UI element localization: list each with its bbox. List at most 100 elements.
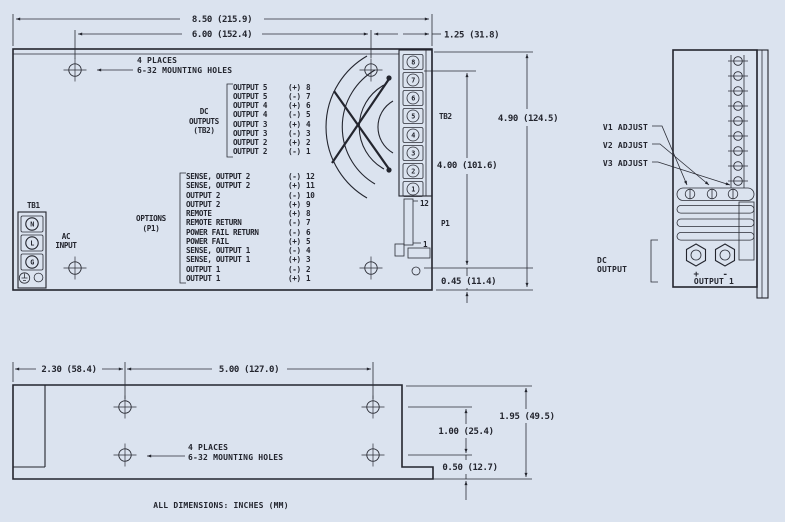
- tb2-pin: 2: [411, 167, 415, 175]
- row-sign: (-): [288, 265, 301, 274]
- dim-height-bottom: 0.45 (11.4): [441, 277, 496, 287]
- row-pin: 2: [306, 138, 310, 147]
- mounting-hole-icon: [63, 256, 87, 280]
- row-sign: (-): [288, 172, 301, 181]
- row-pin: 8: [306, 209, 311, 218]
- p1-pin-bottom: 1: [423, 240, 428, 249]
- dim-width-right: 1.25 (31.8): [444, 31, 499, 41]
- dim-height-bottom: 0.50 (12.7): [442, 463, 497, 473]
- dim-left: 2.30 (58.4): [41, 365, 96, 375]
- mounting-hole-icon: [359, 256, 383, 280]
- mounting-hole-icon: [63, 58, 87, 82]
- row-label: OUTPUT 2: [186, 191, 220, 200]
- row-pin: 3: [306, 255, 311, 264]
- options-list: SENSE, OUTPUT 2 (-) 12 SENSE, OUTPUT 2 (…: [186, 172, 316, 283]
- tb2-pin: 6: [411, 94, 415, 102]
- row-pin: 7: [306, 92, 310, 101]
- dim-height-holes: 4.00 (101.6): [437, 161, 497, 171]
- mounting-hole-icon: [113, 443, 137, 467]
- row-sign: (+): [288, 138, 301, 147]
- row-sign: (+): [288, 274, 301, 283]
- dim-width-holes: 6.00 (152.4): [192, 30, 252, 40]
- row-label: POWER FAIL RETURN: [186, 228, 259, 237]
- dim-holes: 5.00 (127.0): [219, 365, 279, 375]
- row-sign: (-): [288, 92, 301, 101]
- fan-icon: [325, 55, 394, 199]
- row-sign: (-): [288, 228, 301, 237]
- dc-outputs-caption: OUTPUTS: [189, 117, 220, 126]
- dc-output-bracket: [650, 239, 658, 283]
- adjust-pots: [676, 187, 755, 201]
- row-pin: 5: [306, 237, 311, 246]
- mounting-hole-icon: [361, 443, 385, 467]
- dc-output-caption: DC: [597, 256, 607, 265]
- p1-pin-top: 12: [420, 199, 429, 208]
- row-label: POWER FAIL: [186, 237, 229, 246]
- tb1-terminal: L: [30, 239, 34, 247]
- tb2-pin: 3: [411, 149, 415, 157]
- bottom-outline: [12, 384, 434, 480]
- ground-icon: [18, 272, 31, 284]
- mounting-note-line1: 4 PLACES: [137, 56, 177, 65]
- row-label: REMOTE: [186, 209, 212, 218]
- tb2-terminal-block: [398, 49, 433, 197]
- row-label: OUTPUT 2: [233, 138, 267, 147]
- ac-input-label: INPUT: [55, 241, 77, 250]
- row-pin: 4: [306, 246, 311, 255]
- mounting-hole-icon: [359, 58, 383, 82]
- row-pin: 2: [306, 265, 310, 274]
- dim-height-overall: 1.95 (49.5): [499, 412, 554, 422]
- dim-width-overall: 8.50 (215.9): [192, 15, 252, 25]
- row-label: OUTPUT 2: [186, 200, 220, 209]
- v2-adjust-label: V2 ADJUST: [603, 141, 648, 150]
- row-sign: (-): [288, 129, 301, 138]
- row-label: SENSE, OUTPUT 2: [186, 181, 250, 190]
- p1-connector: [394, 198, 431, 276]
- mounting-note-line2: 6-32 MOUNTING HOLES: [137, 66, 232, 75]
- top-view: 8.50 (215.9) 6.00 (152.4) 1.25 (31.8) 4.…: [12, 14, 559, 303]
- dc-outputs-caption: DC: [200, 107, 209, 116]
- row-sign: (+): [288, 209, 301, 218]
- tb2-pin: 8: [411, 58, 415, 66]
- vent-slot: [676, 232, 755, 241]
- row-sign: (-): [288, 218, 301, 227]
- tb1-terminal-block: [17, 211, 47, 289]
- row-pin: 4: [306, 120, 311, 129]
- tb2-pin: 1: [411, 185, 415, 193]
- tb2-pin: 5: [411, 112, 415, 120]
- tb2-pin: 7: [411, 76, 415, 84]
- tb1-terminal: N: [30, 220, 34, 228]
- bottom-view: 2.30 (58.4) 5.00 (127.0) 1.95 (49.5) 1.0…: [12, 362, 555, 500]
- row-sign: (+): [288, 181, 301, 190]
- row-pin: 7: [306, 218, 310, 227]
- row-pin: 3: [306, 129, 311, 138]
- row-sign: (+): [288, 200, 301, 209]
- row-label: OUTPUT 3: [233, 129, 268, 138]
- dc-outputs-list: OUTPUT 5 (+) 8 OUTPUT 5 (-) 7 OUTPUT 4 (…: [233, 83, 311, 156]
- row-sign: (+): [288, 120, 301, 129]
- row-sign: (-): [288, 246, 301, 255]
- row-label: OUTPUT 5: [233, 83, 268, 92]
- v3-adjust-label: V3 ADJUST: [603, 159, 648, 168]
- tb2-screws-side: [727, 56, 749, 186]
- row-label: OUTPUT 1: [186, 265, 221, 274]
- row-sign: (-): [288, 191, 301, 200]
- row-sign: (-): [288, 110, 301, 119]
- row-label: OUTPUT 3: [233, 120, 268, 129]
- minus-terminal-label: -: [722, 270, 727, 280]
- options-caption: OPTIONS: [136, 214, 167, 223]
- row-label: REMOTE RETURN: [186, 218, 242, 227]
- row-sign: (+): [288, 101, 301, 110]
- vent-slot: [676, 205, 755, 214]
- mounting-note-line1: 4 PLACES: [188, 443, 228, 452]
- row-label: SENSE, OUTPUT 1: [186, 246, 251, 255]
- vent-slot: [676, 218, 755, 227]
- row-label: OUTPUT 1: [186, 274, 221, 283]
- row-label: OUTPUT 2: [233, 147, 267, 156]
- row-pin: 11: [306, 181, 315, 190]
- tb2-label: TB2: [439, 112, 452, 121]
- row-pin: 6: [306, 228, 311, 237]
- row-sign: (+): [288, 83, 301, 92]
- options-bracket: [179, 172, 186, 284]
- p1-label: P1: [441, 219, 450, 228]
